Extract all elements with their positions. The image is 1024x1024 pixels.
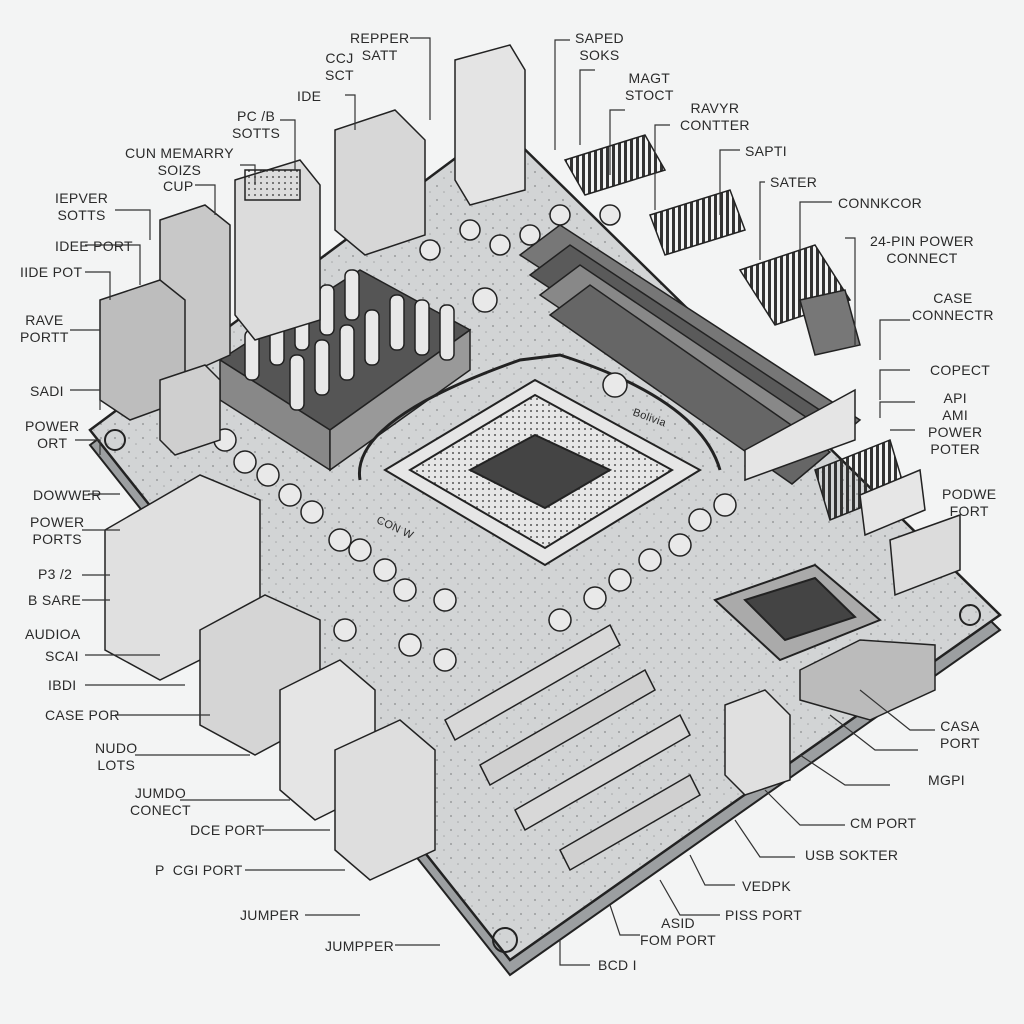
label-cun-memarry: CUN MEMARRY SOIZS <box>125 145 234 178</box>
label-dce-port: DCE PORT <box>190 822 265 838</box>
label-iepver-sotts: IEPVER SOTTS <box>55 190 109 223</box>
ram-slots <box>518 224 862 485</box>
label-p-cgi-port: P CGI PORT <box>155 862 243 878</box>
io-ports <box>104 474 936 881</box>
label-p3-2: P3 /2 <box>38 566 73 582</box>
label-b-sare: B SARE <box>28 592 82 608</box>
label-sapti: SAPTI <box>745 143 787 159</box>
label-jumper: JUMPER <box>240 907 300 923</box>
label-repper-satt: REPPER SATT <box>350 30 410 63</box>
label-ravyr-contter: RAVYR CONTTER <box>680 100 750 133</box>
label-power-ort: POWER ORT <box>25 418 80 451</box>
left-components <box>99 44 526 456</box>
label-rave-portt: RAVE PORTT <box>20 312 69 345</box>
label-24pin-power: 24-PIN POWER CONNECT <box>870 233 974 266</box>
label-ide: IDE <box>297 88 322 104</box>
label-jumpper: JUMPPER <box>325 938 394 954</box>
label-piss-port: PISS PORT <box>725 907 803 923</box>
label-jumdo-conect: JUMDO CONECT <box>130 785 191 818</box>
label-idee-port: IDEE PORT <box>55 238 133 254</box>
label-usb-sokter: USB SOKTER <box>805 847 899 863</box>
label-dowwer: DOWWER <box>33 487 102 503</box>
chipset <box>713 563 882 662</box>
label-scai: SCAI <box>45 648 79 664</box>
label-sater: SATER <box>770 174 818 190</box>
leader-lines <box>70 37 935 966</box>
label-iide-pot: IIDE POT <box>20 264 83 280</box>
right-connectors <box>563 134 961 597</box>
label-copect: COPECT <box>930 362 991 378</box>
label-pcb-sotts: PC /B SOTTS <box>232 108 281 141</box>
label-casa-port: CASA PORT <box>940 718 980 751</box>
label-ccj-sct: CCJ SCT <box>325 50 354 83</box>
label-case-connectr: CASE CONNECTR <box>912 290 994 323</box>
label-case-por: CASE POR <box>45 707 120 723</box>
expansion-slots <box>444 623 701 872</box>
label-audioa: AUDIOA <box>25 626 81 642</box>
label-mgpi: MGPI <box>928 772 965 788</box>
label-podwe-fort: PODWE FORT <box>942 486 997 519</box>
label-api-ami-power: API AMI POWER POTER <box>928 390 983 457</box>
label-vedpk: VEDPK <box>742 878 791 894</box>
label-magt-stoct: MAGT STOCT <box>625 70 674 103</box>
label-connkcor: CONNKCOR <box>838 195 923 211</box>
label-ibdi: IBDI <box>48 677 77 693</box>
label-power-ports: POWER PORTS <box>30 514 85 547</box>
cpu-socket <box>357 353 722 567</box>
capacitors <box>213 204 737 672</box>
label-sadi: SADI <box>30 383 64 399</box>
label-bcd-i: BCD I <box>598 957 637 973</box>
label-cup: CUP <box>163 178 194 194</box>
label-asid-fom-port: ASID FOM PORT <box>640 915 717 948</box>
label-cm-port: CM PORT <box>850 815 917 831</box>
label-nudo-lots: NUDO LOTS <box>95 740 138 773</box>
label-saped-soks: SAPED SOKS <box>575 30 624 63</box>
